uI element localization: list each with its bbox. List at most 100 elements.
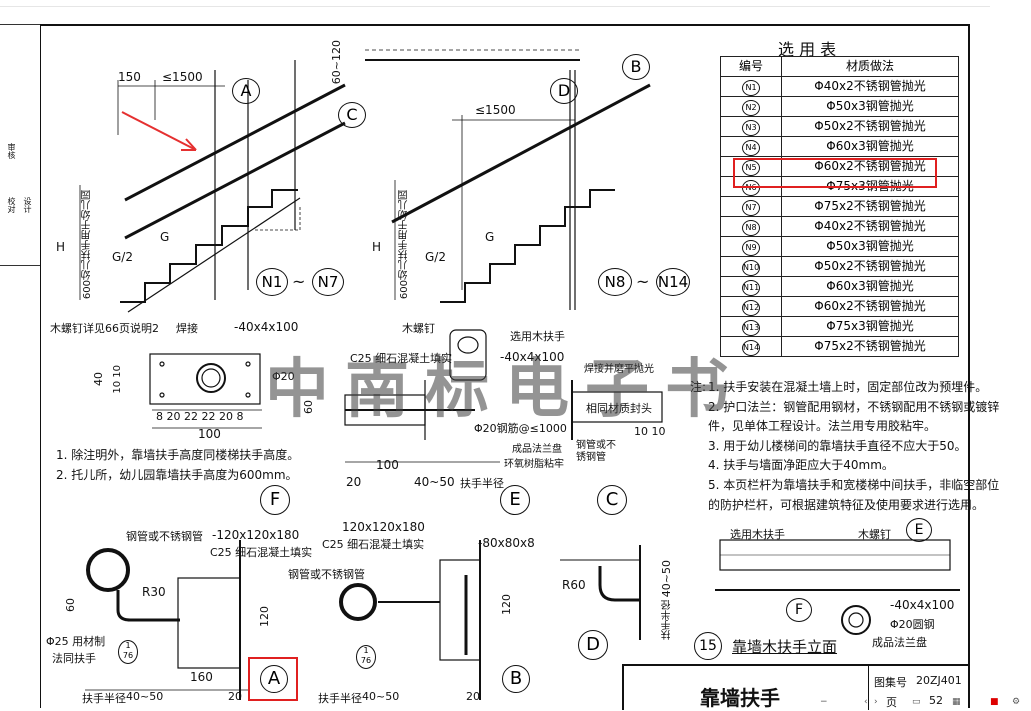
note-line: 4. 扶手与墙面净距应大于40mm。 xyxy=(708,458,894,473)
tag-e-bottom-text: E xyxy=(509,489,521,510)
dim-40-50-e: 40~50 xyxy=(414,475,455,489)
ref-1-a-text: 1 xyxy=(125,641,131,650)
margin-label-c: 设计 xyxy=(23,197,32,213)
tag-f-15: F xyxy=(786,598,812,622)
tag-c-bottom: C xyxy=(597,485,627,515)
detail-a xyxy=(85,540,250,700)
weld-label: 焊接 xyxy=(176,322,198,335)
row-no: N10 xyxy=(742,259,760,276)
ref-1-b-text: 1 xyxy=(363,646,369,655)
row-no-cell: N14 xyxy=(720,335,782,357)
table-title: 选 用 表 xyxy=(778,40,837,59)
sheet-border-left xyxy=(40,24,41,708)
same-rail-a: 法同扶手 xyxy=(52,652,96,665)
fit-page-icon[interactable]: ▭ xyxy=(912,697,921,707)
viewer-toolbar: − ‹ › ▭ ▦ ■ ⚙ xyxy=(812,698,1031,708)
detail-f xyxy=(149,353,262,429)
watermark: 中南标电子书 xyxy=(265,353,745,427)
highlight-box-n5 xyxy=(733,158,937,188)
note-line: 1. 扶手安装在混凝土墙上时，固定部位改为预埋件。 xyxy=(708,380,988,394)
row-no-cell: N1 xyxy=(720,75,782,97)
row-no-cell: N2 xyxy=(720,95,782,117)
wood-screw-ref: 木螺钉详见66页说明2 xyxy=(50,322,159,335)
tag-a-top: A xyxy=(232,78,260,104)
tag-e-15-text: E xyxy=(914,522,924,538)
title-block: 靠墙扶手 图集号 20ZJ401 页 52 xyxy=(622,664,970,710)
detail-c xyxy=(571,380,663,440)
row-no-cell: N11 xyxy=(720,275,782,297)
row-no-cell: N12 xyxy=(720,295,782,317)
tag-c-top-text: C xyxy=(346,105,358,124)
tag-d-bottom-text: D xyxy=(586,634,600,655)
rail-radius-a: 扶手半径 xyxy=(82,692,126,705)
row-mat: Φ60x2不锈钢管抛光 xyxy=(781,155,959,177)
row-mat: Φ40x2不锈钢管抛光 xyxy=(781,75,959,97)
range-right-start: N8 xyxy=(598,268,632,296)
row-mat: Φ50x2不锈钢管抛光 xyxy=(781,115,959,137)
zoom-out-icon[interactable]: − xyxy=(820,697,828,707)
epoxy-e: 环氧树脂粘牢 xyxy=(504,459,564,470)
bar-15: Φ20圆钢 xyxy=(890,618,935,631)
tag-b-top: B xyxy=(622,54,650,80)
grid-view-icon[interactable]: ▦ xyxy=(952,697,961,707)
steel-or-ss-c: 钢管或不锈钢管 xyxy=(576,440,616,463)
dim-40-50-b: 40~50 xyxy=(362,690,400,703)
flange-e: 成品法兰盘 xyxy=(512,444,562,455)
tag-b-bottom-text: B xyxy=(509,668,523,689)
page-next-icon[interactable]: › xyxy=(874,697,878,707)
detail-b xyxy=(339,540,481,700)
row-mat: Φ50x2不锈钢管抛光 xyxy=(781,255,959,277)
title-block-divider xyxy=(868,666,869,710)
range-left-start-text: N1 xyxy=(261,273,283,291)
note-line: 件，见单体工程设计。法兰用专用胶粘牢。 xyxy=(708,419,937,434)
block-a: -120x120x180 xyxy=(212,528,300,542)
label-h-right: H xyxy=(372,240,382,254)
range-left-end: N7 xyxy=(312,268,344,296)
row-no: N13 xyxy=(742,319,760,336)
row-mat: Φ50x3钢管抛光 xyxy=(781,235,959,257)
plate-15: -40x4x100 xyxy=(890,598,955,612)
dim-1500-left: ≤1500 xyxy=(162,70,203,84)
rail-radius-e: 扶手半径 xyxy=(460,477,504,490)
settings-icon[interactable]: ⚙ xyxy=(1012,697,1021,707)
note-line: 5. 本页栏杆为靠墙扶手和宽楼梯中间扶手，非临空部位 xyxy=(708,477,1000,492)
range-right-end: N14 xyxy=(656,268,690,296)
detail-15-title: 靠墙木扶手立面 xyxy=(732,638,838,656)
dim-40-50-a: 40~50 xyxy=(126,690,164,703)
detail-15-number-text: 15 xyxy=(699,638,717,654)
page-label: 页 xyxy=(886,696,897,709)
pipe-b: 钢管或不锈钢管 xyxy=(288,568,365,581)
plate-f: -40x4x100 xyxy=(234,320,299,334)
steel-bar-e: Φ20钢筋@≤1000 xyxy=(474,422,567,435)
tag-b-bottom: B xyxy=(502,665,530,693)
sheet-border-top xyxy=(40,24,969,26)
r30-a: R30 xyxy=(142,585,166,599)
row-no: N14 xyxy=(742,339,760,356)
row-no: N7 xyxy=(742,199,760,216)
page-prev-icon[interactable]: ‹ xyxy=(864,697,868,707)
margin-label-a: 审核 xyxy=(7,143,16,159)
dim-150: 150 xyxy=(118,70,141,84)
row-mat: Φ60x3钢管抛光 xyxy=(781,135,959,157)
row-no: N12 xyxy=(742,299,760,316)
tag-a-bottom: A xyxy=(260,665,288,693)
margin-label-b: 校对 xyxy=(7,197,16,213)
tag-a-top-text: A xyxy=(240,81,252,100)
row-no-cell: N7 xyxy=(720,195,782,217)
c25-e: C25 细石混凝土填实 xyxy=(350,352,453,365)
drawing-title: 靠墙扶手 xyxy=(700,686,780,710)
flange-15: 成品法兰盘 xyxy=(872,636,927,649)
stair-left xyxy=(79,60,346,313)
dim-120-a: 120 xyxy=(258,606,271,627)
red-tool-icon[interactable]: ■ xyxy=(990,697,999,707)
